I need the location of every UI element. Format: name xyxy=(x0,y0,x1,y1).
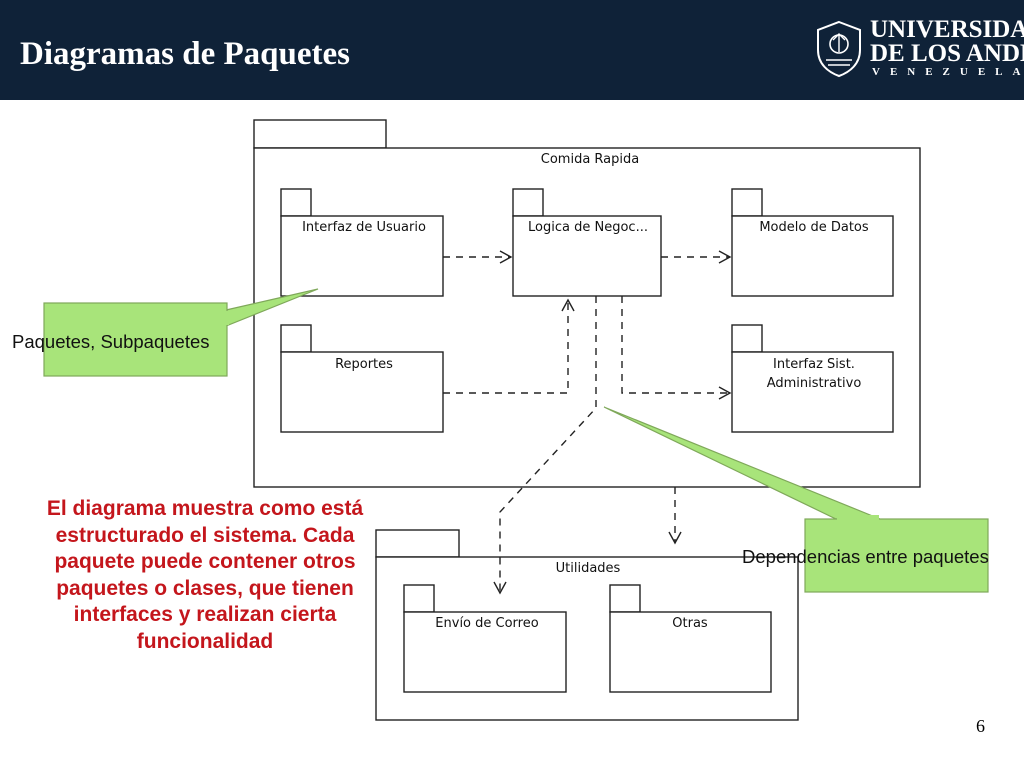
dependency-arrow-logic-to-mail xyxy=(493,296,597,595)
dependency-arrow-reports-to-logic xyxy=(443,298,575,394)
callout-packages xyxy=(43,288,319,377)
logo-text-line3: VENEZUELA xyxy=(872,66,1024,78)
package-modelo-datos: Modelo de Datos xyxy=(731,188,894,297)
comida-rapida-label: Comida Rapida xyxy=(541,152,639,167)
envio-correo-label: Envío de Correo xyxy=(435,616,538,631)
reportes-label: Reportes xyxy=(335,357,393,372)
logica-negocio-label: Logica de Negoc... xyxy=(528,220,648,235)
package-interfaz-admin: Interfaz Sist. Administrativo xyxy=(731,324,894,433)
diagram-description: El diagrama muestra como está estructura… xyxy=(46,497,364,653)
package-reportes: Reportes xyxy=(280,324,444,433)
package-interfaz-usuario: Interfaz de Usuario xyxy=(280,188,444,297)
package-otras: Otras xyxy=(609,584,772,693)
modelo-datos-label: Modelo de Datos xyxy=(759,220,869,235)
interfaz-admin-label-line2: Administrativo xyxy=(767,376,862,391)
callout-dependencies xyxy=(603,406,989,593)
otras-label: Otras xyxy=(672,616,708,631)
dependency-arrows xyxy=(443,250,732,595)
slide-title: Diagramas de Paquetes xyxy=(20,36,350,72)
callout-dependencies-label: Dependencias entre paquetes xyxy=(742,546,989,567)
university-seal-icon xyxy=(817,20,861,78)
package-envio-correo: Envío de Correo xyxy=(403,584,567,693)
package-logica-negocio: Logica de Negoc... xyxy=(512,188,662,297)
page-number: 6 xyxy=(976,716,985,736)
utilidades-label: Utilidades xyxy=(556,561,621,576)
interfaz-admin-label-line1: Interfaz Sist. xyxy=(773,357,855,372)
callout-packages-label: Paquetes, Subpaquetes xyxy=(12,331,210,352)
interfaz-usuario-label: Interfaz de Usuario xyxy=(302,220,426,235)
dependency-arrow-logic-to-admin xyxy=(621,296,732,400)
logo-text-line2: DE LOS ANDES xyxy=(870,40,1024,67)
